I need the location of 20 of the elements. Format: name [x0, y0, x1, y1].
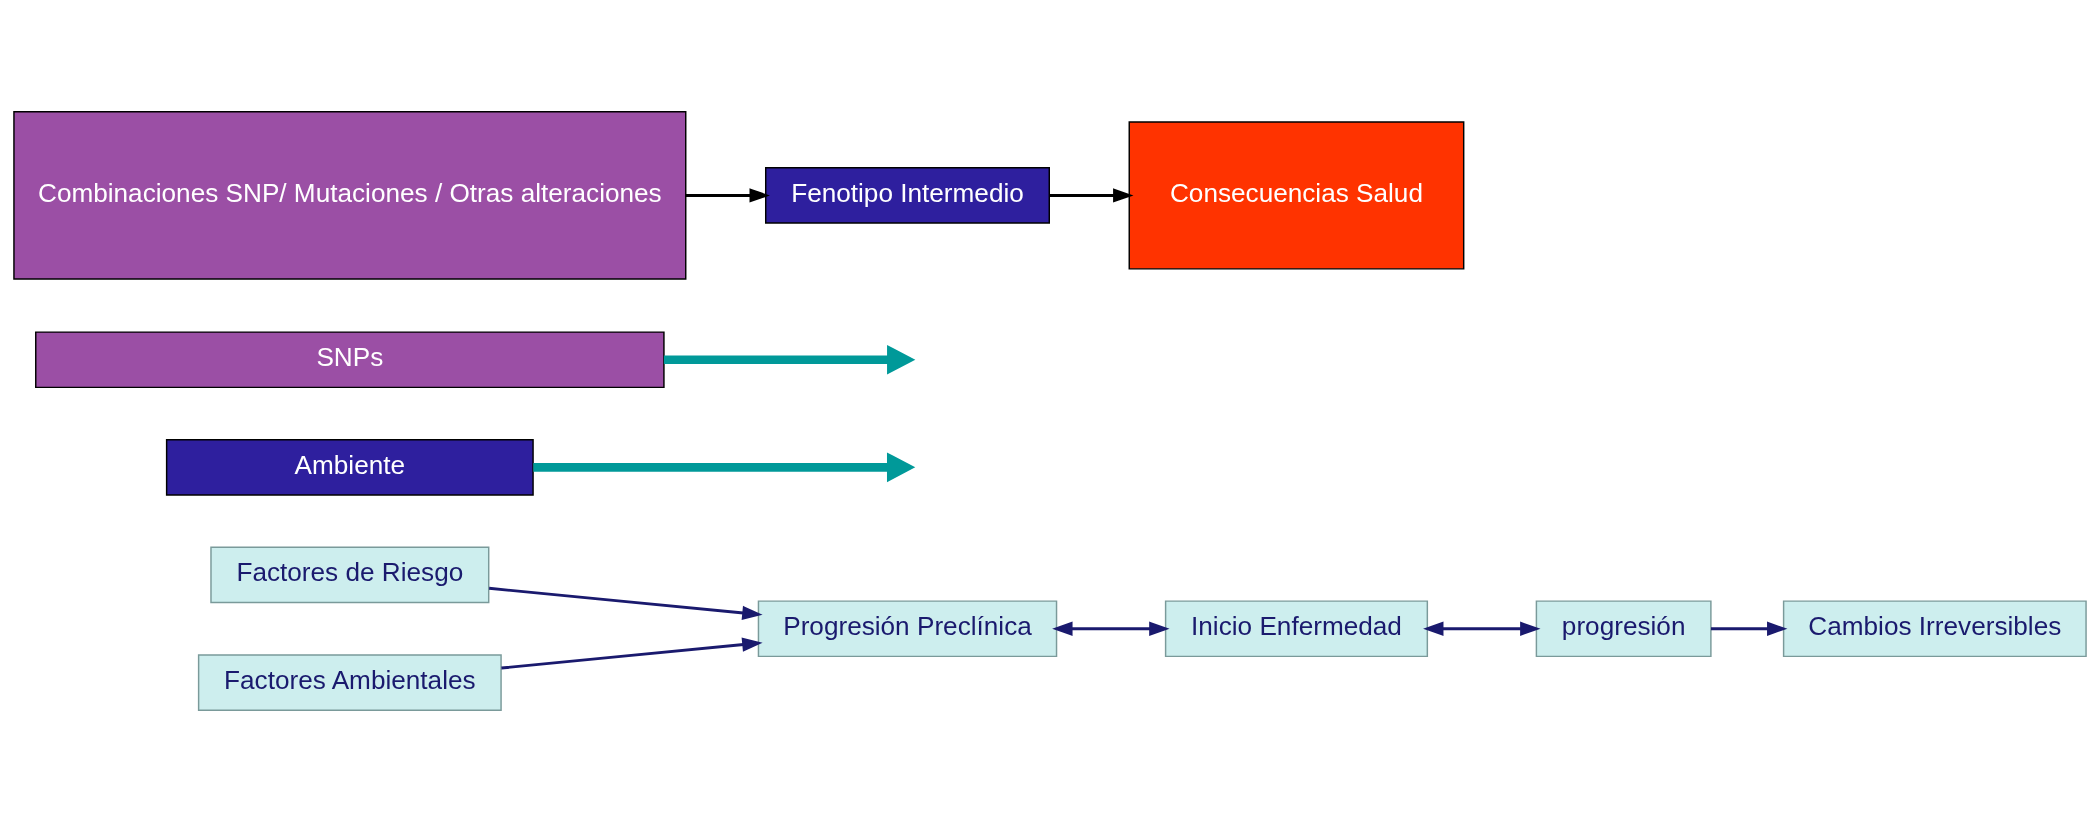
arrow [1710, 621, 1788, 636]
node-box: Progresión Preclínica [757, 600, 1058, 658]
node-box: Factores Ambientales [197, 654, 502, 711]
arrow [686, 188, 770, 203]
node-box: SNPs [35, 331, 665, 389]
node-box: Fenotipo Intermedio [765, 167, 1050, 224]
node-box: Consecuencias Salud [1128, 121, 1465, 270]
arrow [501, 637, 763, 670]
arrow [1423, 621, 1541, 636]
node-box: Ambiente [165, 439, 534, 496]
node-box: Inicio Enfermedad [1164, 600, 1429, 658]
arrow [663, 344, 916, 375]
node-box: Combinaciones SNP/ Mutaciones / Otras alteraciones [13, 111, 687, 280]
arrow [1049, 188, 1134, 203]
arrow [489, 586, 763, 620]
arrow [533, 452, 916, 483]
node-box: Cambios Irreversibles [1782, 600, 2087, 658]
arrow [1052, 621, 1170, 636]
node-box: progresión [1535, 600, 1712, 658]
node-box: Factores de Riesgo [210, 546, 490, 604]
